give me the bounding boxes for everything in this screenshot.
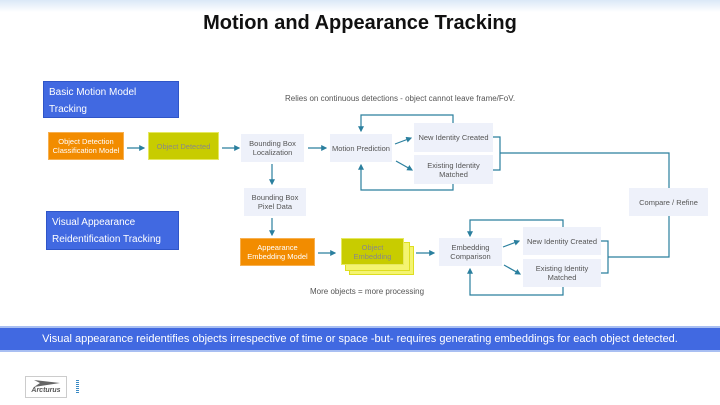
node-new-identity-2: New Identity Created: [523, 227, 601, 255]
summary-banner: Visual appearance reidentifies objects i…: [0, 326, 720, 352]
arrow: [394, 136, 413, 145]
node-embedding-comparison: Embedding Comparison: [439, 238, 502, 266]
connector: [608, 216, 670, 258]
loop-connector: [467, 267, 564, 296]
node-motion-prediction: Motion Prediction: [330, 134, 392, 162]
section-appearance-tracking: Visual Appearance Reidentification Track…: [46, 211, 179, 250]
loop-connector: [467, 219, 564, 238]
bracket-connector: [601, 240, 609, 274]
arrow: [502, 239, 521, 248]
top-gradient-bar: [0, 0, 720, 12]
section-line: Reidentification Tracking: [52, 234, 161, 245]
node-object-embedding: Object Embedding: [341, 238, 404, 265]
node-existing-identity-1: Existing Identity Matched: [414, 155, 493, 184]
logo-text: Arcturus: [31, 387, 61, 394]
note-more-objects: More objects = more processing: [310, 287, 425, 296]
connector: [500, 152, 670, 188]
node-bbox-localization: Bounding Box Localization: [241, 134, 304, 162]
section-line: Basic Motion Model: [49, 87, 137, 98]
logo-arrow-icon: [34, 380, 60, 387]
loop-connector: [358, 114, 454, 133]
section-line: Tracking: [49, 104, 87, 115]
logo-bars-icon: [76, 380, 79, 394]
node-object-detected: Object Detected: [148, 132, 219, 160]
arrow: [395, 160, 414, 171]
bracket-connector: [493, 136, 501, 171]
section-line: Visual Appearance: [52, 217, 136, 228]
slide-title: Motion and Appearance Tracking: [203, 12, 517, 34]
node-bbox-pixel-data: Bounding Box Pixel Data: [244, 188, 306, 216]
loop-connector: [358, 163, 454, 191]
arrow: [503, 264, 522, 275]
arcturus-logo: Arcturus: [25, 376, 67, 398]
node-new-identity-1: New Identity Created: [414, 123, 493, 152]
node-detection-model: Object Detection Classification Model: [48, 132, 124, 160]
note-relies: Relies on continuous detections - object…: [285, 94, 516, 103]
section-motion-tracking: Basic Motion Model Tracking: [43, 81, 179, 118]
node-existing-identity-2: Existing Identity Matched: [523, 259, 601, 287]
node-compare-refine: Compare / Refine: [629, 188, 708, 216]
node-appearance-model: Appearance Embedding Model: [240, 238, 315, 266]
